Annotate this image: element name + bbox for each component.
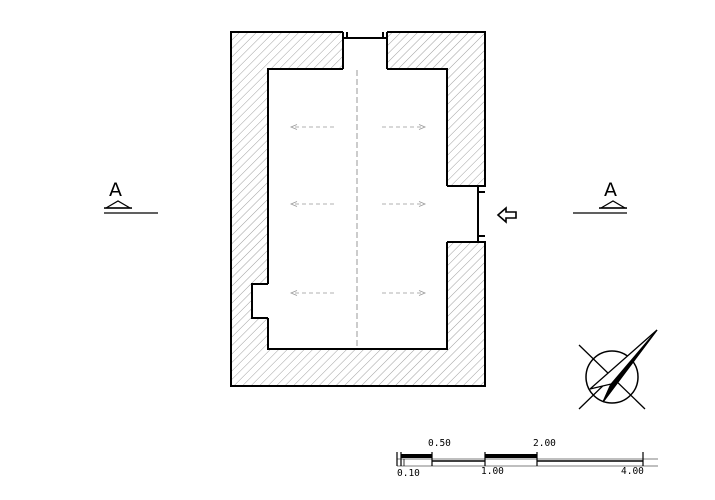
inner-room	[267, 68, 448, 350]
section-mark-left: A	[103, 179, 158, 214]
slope-arrow-right-bottom	[382, 290, 427, 296]
wall-hatching	[231, 32, 485, 386]
scale-label-0-10: 0.10	[397, 468, 420, 479]
north-arrow-icon	[578, 329, 658, 410]
slope-arrow-left-middle	[289, 201, 334, 207]
section-triangle-right	[598, 200, 628, 209]
section-triangle-left	[103, 200, 133, 209]
outer-wall	[230, 31, 486, 387]
section-mark-right: A	[573, 179, 628, 214]
section-letter-right: A	[604, 179, 617, 201]
slope-arrows	[289, 124, 427, 296]
entrance-arrow-icon	[496, 206, 517, 224]
entrance-passage	[447, 185, 479, 243]
wall-niche	[251, 283, 268, 319]
scale-label-0-50: 0.50	[428, 438, 451, 449]
slope-arrow-right-top	[382, 124, 427, 130]
slope-arrow-left-top	[289, 124, 334, 130]
slope-arrow-right-middle	[382, 201, 427, 207]
scale-bar: 0.50 2.00 0.10 1.00 4.00	[396, 438, 658, 479]
scale-label-4-00: 4.00	[621, 466, 644, 477]
section-letter-left: A	[109, 179, 122, 201]
scale-label-2-00: 2.00	[533, 438, 556, 449]
scale-label-1-00: 1.00	[481, 466, 504, 477]
top-opening	[342, 32, 388, 69]
slope-arrow-left-bottom	[289, 290, 334, 296]
